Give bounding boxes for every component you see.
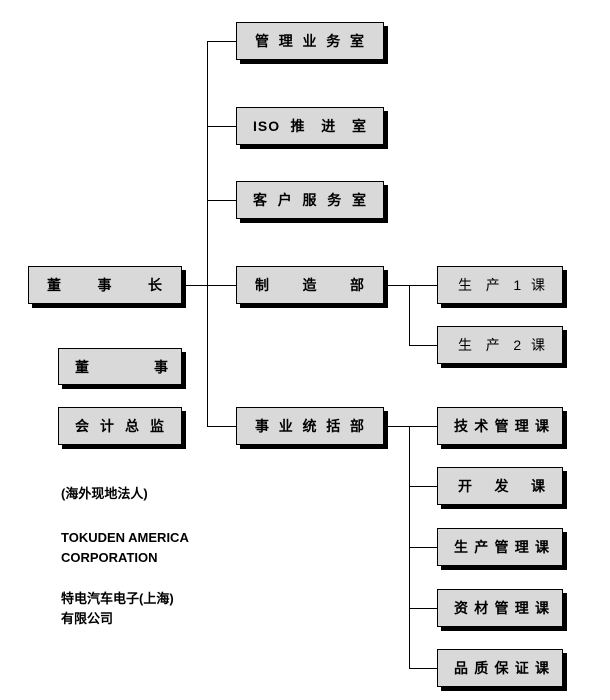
connector-manufacturing-out xyxy=(384,285,410,286)
director-label: 董 事 xyxy=(75,358,169,375)
connector-trunk xyxy=(207,41,208,426)
customer-office-box: 客 户 服 务 室 xyxy=(236,181,384,219)
prod2-box: 生 产 2 课 xyxy=(437,326,563,364)
auditor-box: 会 计 总 监 xyxy=(58,407,182,445)
tech-label: 技 术 管 理 课 xyxy=(454,418,550,434)
connector-mgmt-office xyxy=(207,41,236,42)
business-dept-box: 事 业 统 括 部 xyxy=(236,407,384,445)
quality-box: 品 质 保 证 课 xyxy=(437,649,563,687)
connector-chairman xyxy=(182,285,208,286)
prod1-box: 生 产 1 课 xyxy=(437,266,563,304)
connector-dev xyxy=(409,486,437,487)
iso-office-box: ISO 推 进 室 xyxy=(236,107,384,145)
dev-label: 开 发 课 xyxy=(458,478,546,494)
auditor-label: 会 计 总 监 xyxy=(75,418,165,434)
connector-business-out xyxy=(384,426,410,427)
connector-iso-office xyxy=(207,126,236,127)
iso-office-label: ISO 推 进 室 xyxy=(253,118,367,134)
overseas-header: (海外现地法人) xyxy=(61,486,148,501)
director-box: 董 事 xyxy=(58,348,182,385)
connector-prod1 xyxy=(409,285,437,286)
connector-quality xyxy=(409,668,437,669)
company-cn-line2: 有限公司 xyxy=(61,611,114,626)
materials-label: 资 材 管 理 课 xyxy=(454,600,550,616)
manufacturing-label: 制 造 部 xyxy=(255,277,365,293)
connector-customer-office xyxy=(207,200,236,201)
connector-manufacturing-branch xyxy=(409,285,410,346)
tech-box: 技 术 管 理 课 xyxy=(437,407,563,445)
chairman-box: 董 事 长 xyxy=(28,266,182,304)
mgmt-office-label: 管 理 业 务 室 xyxy=(255,33,365,49)
connector-manufacturing xyxy=(207,285,236,286)
prod2-label: 生 产 2 课 xyxy=(458,337,546,353)
connector-prod-mgmt xyxy=(409,547,437,548)
manufacturing-box: 制 造 部 xyxy=(236,266,384,304)
connector-materials xyxy=(409,608,437,609)
company-cn-line1: 特电汽车电子(上海) xyxy=(61,591,174,606)
connector-business-dept xyxy=(207,426,236,427)
connector-prod2 xyxy=(409,345,437,346)
customer-office-label: 客 户 服 务 室 xyxy=(253,192,367,208)
company-en-line1: TOKUDEN AMERICA xyxy=(61,530,189,545)
mgmt-office-box: 管 理 业 务 室 xyxy=(236,22,384,60)
company-en-line2: CORPORATION xyxy=(61,550,158,565)
materials-box: 资 材 管 理 课 xyxy=(437,589,563,627)
quality-label: 品 质 保 证 课 xyxy=(454,660,550,676)
dev-box: 开 发 课 xyxy=(437,467,563,505)
prod-mgmt-box: 生 产 管 理 课 xyxy=(437,528,563,566)
chairman-label: 董 事 长 xyxy=(47,277,163,293)
business-dept-label: 事 业 统 括 部 xyxy=(255,418,365,434)
connector-tech xyxy=(409,426,437,427)
prod1-label: 生 产 1 课 xyxy=(458,277,546,293)
prod-mgmt-label: 生 产 管 理 课 xyxy=(454,539,550,555)
